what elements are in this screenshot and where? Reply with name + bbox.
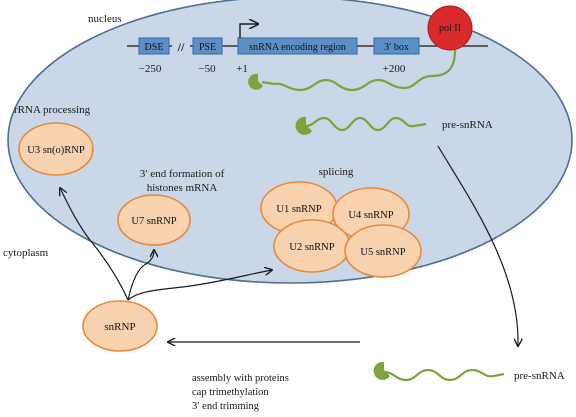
assembly-step-proteins: assembly with proteins — [192, 373, 289, 384]
pre-snrna-cytoplasmic-strand — [383, 368, 505, 382]
pol-ii-enzyme — [427, 5, 473, 51]
assembly-step-trimming: 3′ end trimming — [192, 401, 260, 412]
import-arrow-splicing — [127, 270, 272, 301]
u2-snrnp-label: U2 snRNP — [289, 242, 334, 253]
u5-snrnp-particle — [344, 224, 422, 278]
end-formation-label-line2: histones mRNA — [147, 182, 218, 194]
cap-icon — [248, 73, 263, 90]
pre-snrna-nuclear-strand — [305, 116, 427, 132]
u7-snrnp-particle — [117, 194, 191, 246]
u4-snrnp-label: U4 snRNP — [348, 210, 393, 221]
three-prime-box — [373, 37, 420, 55]
splicing-label: splicing — [319, 166, 354, 178]
cap-icon — [373, 361, 390, 380]
u1-snrnp-label: U1 snRNP — [276, 204, 321, 215]
nucleus-label: nucleus — [88, 13, 122, 25]
pre-snrna-cytoplasmic-label: pre-snRNA — [514, 370, 565, 382]
pse-box — [192, 37, 223, 55]
transcription-start-arrow — [239, 24, 258, 38]
rrna-processing-label: rRNA processing — [14, 104, 91, 116]
export-arrow — [437, 145, 518, 346]
three-prime-box-label: 3′ box — [384, 42, 409, 53]
snrnp-label: snRNP — [104, 321, 135, 333]
position-plus-200: +200 — [383, 63, 406, 75]
import-arrow-u3 — [60, 188, 129, 301]
gene-break-gap — [172, 38, 190, 54]
u7-snrnp-label: U7 snRNP — [131, 216, 176, 227]
dse-box — [138, 37, 170, 55]
snrnp-particle — [82, 300, 158, 352]
u3-snornp-particle — [18, 122, 94, 176]
snrna-coding-box — [237, 37, 358, 55]
position-minus-250: −250 — [139, 63, 162, 75]
u3-snornp-label: U3 sn(o)RNP — [27, 145, 85, 156]
position-minus-50: −50 — [198, 63, 216, 75]
pse-label: PSE — [199, 42, 216, 53]
u5-snrnp-label: U5 snRNP — [360, 247, 405, 258]
pre-snrna-nuclear-label: pre-snRNA — [442, 119, 493, 131]
position-plus-1: +1 — [236, 63, 248, 75]
pol-ii-label: pol II — [439, 23, 461, 34]
cap-icon — [295, 116, 312, 135]
snrna-coding-label: snRNA encoding region — [249, 42, 346, 53]
nascent-transcript — [261, 49, 457, 92]
cytoplasm-label: cytoplasm — [3, 247, 49, 259]
dse-label: DSE — [145, 42, 164, 53]
assembly-step-cap: cap trimethylation — [192, 387, 269, 398]
import-arrow-u7 — [127, 250, 154, 301]
end-formation-label-line1: 3′ end formation of — [140, 168, 225, 180]
gene-break-mark: // — [177, 40, 185, 54]
